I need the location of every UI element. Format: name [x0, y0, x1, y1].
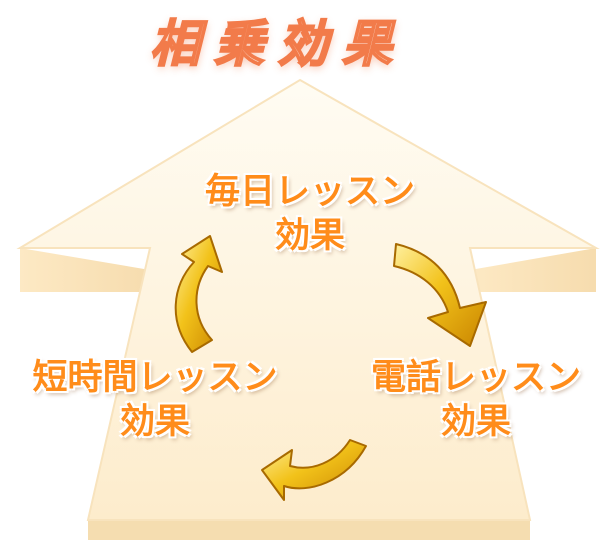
cycle-arrow-bottom — [261, 439, 367, 501]
big-up-arrow — [16, 78, 600, 540]
node-phone-lesson: 電話レッスン 効果 — [340, 356, 612, 444]
cycle-arrow-left — [174, 235, 223, 353]
node-daily-lesson-line1: 毎日レッスン — [204, 172, 415, 212]
node-phone-lesson-line1: 電話レッスン — [370, 358, 581, 398]
node-short-lesson-line1: 短時間レッスン — [32, 358, 278, 398]
cycle-arrow-right — [393, 243, 487, 347]
node-short-lesson: 短時間レッスン 効果 — [2, 356, 308, 444]
node-short-lesson-line2: 効果 — [119, 402, 190, 442]
node-phone-lesson-line2: 効果 — [440, 402, 511, 442]
diagram-title: 相乗効果 — [149, 14, 406, 74]
node-daily-lesson-line2: 効果 — [274, 216, 345, 256]
node-daily-lesson: 毎日レッスン 効果 — [165, 170, 455, 258]
